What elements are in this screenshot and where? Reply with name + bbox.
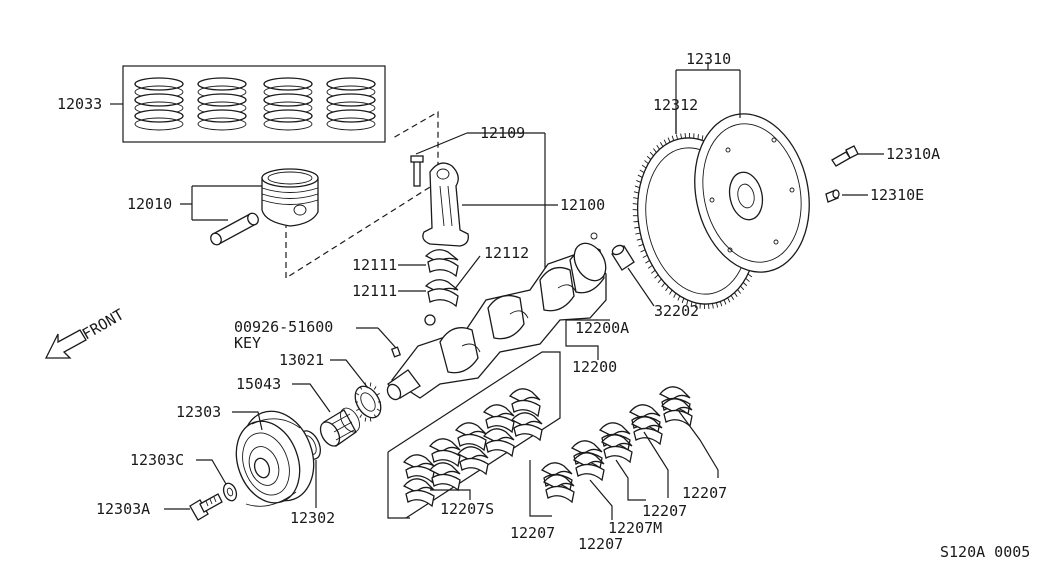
pulley-washer[interactable] xyxy=(221,481,238,502)
bearing-shell xyxy=(428,462,461,492)
label-12207-4[interactable]: 12207 xyxy=(642,502,687,520)
main-bearing-set[interactable] xyxy=(387,351,561,519)
label-12310e[interactable]: 12310E xyxy=(870,186,924,204)
bearing-shell xyxy=(456,446,489,476)
label-key-text[interactable]: KEY xyxy=(234,334,261,352)
label-12111-a[interactable]: 12111 xyxy=(352,256,397,274)
timing-sprocket[interactable] xyxy=(350,382,386,422)
label-12200a[interactable]: 12200A xyxy=(575,319,629,337)
label-12207-1[interactable]: 12207 xyxy=(510,524,555,542)
bearing-shell xyxy=(572,452,605,482)
label-key-part[interactable]: 00926-51600 xyxy=(234,318,333,336)
label-12310a[interactable]: 12310A xyxy=(886,145,940,163)
piston[interactable] xyxy=(261,168,319,227)
label-12010[interactable]: 12010 xyxy=(127,195,172,213)
label-15043[interactable]: 15043 xyxy=(236,375,281,393)
con-rod-bearing-lower[interactable] xyxy=(424,279,459,308)
label-12303c[interactable]: 12303C xyxy=(130,451,184,469)
oil-pump-gear[interactable] xyxy=(317,405,364,450)
con-rod-nut[interactable] xyxy=(424,314,436,326)
flywheel[interactable] xyxy=(681,103,824,283)
label-12100[interactable]: 12100 xyxy=(560,196,605,214)
label-12207m[interactable]: 12207M xyxy=(608,519,662,537)
piston-ring-set[interactable] xyxy=(122,65,386,143)
label-12302[interactable]: 12302 xyxy=(290,509,335,527)
bearing-shell xyxy=(630,416,663,446)
front-direction-arrow: FRONT xyxy=(44,305,127,359)
bearing-shell xyxy=(600,434,633,464)
bearing-shell xyxy=(510,412,543,442)
pilot-bushing[interactable] xyxy=(611,244,635,271)
label-12111-b[interactable]: 12111 xyxy=(352,282,397,300)
label-12303a[interactable]: 12303A xyxy=(96,500,150,518)
dowel-pin[interactable] xyxy=(825,189,840,203)
key[interactable] xyxy=(390,346,402,358)
bearing-shell xyxy=(428,438,461,468)
main-bearings-individual[interactable] xyxy=(540,386,693,504)
diagram-code: S120A 0005 xyxy=(940,543,1030,561)
label-12200[interactable]: 12200 xyxy=(572,358,617,376)
label-32202[interactable]: 32202 xyxy=(654,302,699,320)
connecting-rod[interactable] xyxy=(422,162,469,247)
label-12312[interactable]: 12312 xyxy=(653,96,698,114)
bearing-shell xyxy=(402,478,435,508)
label-12303[interactable]: 12303 xyxy=(176,403,221,421)
bearing-shell xyxy=(482,404,515,434)
bearing-shell xyxy=(542,474,575,504)
piston-pin[interactable] xyxy=(209,211,261,246)
con-rod-bearing-upper[interactable] xyxy=(424,249,459,278)
flywheel-bolt[interactable] xyxy=(831,145,859,167)
crankshaft[interactable] xyxy=(385,232,612,402)
con-rod-bolt[interactable] xyxy=(410,155,424,187)
bearing-shell xyxy=(402,454,435,484)
pulley-bolt[interactable] xyxy=(189,493,223,521)
piston-ring-stack xyxy=(326,77,376,131)
label-12207-2[interactable]: 12207 xyxy=(578,535,623,553)
piston-ring-stack xyxy=(197,77,247,131)
label-12207-5[interactable]: 12207 xyxy=(682,484,727,502)
label-12207s[interactable]: 12207S xyxy=(440,500,494,518)
bearing-shell xyxy=(454,422,487,452)
label-12033[interactable]: 12033 xyxy=(57,95,102,113)
front-label: FRONT xyxy=(79,305,127,343)
crank-pulley[interactable] xyxy=(225,401,325,512)
label-12310[interactable]: 12310 xyxy=(686,50,731,68)
bearing-shell xyxy=(482,428,515,458)
bearing-shell xyxy=(660,398,693,428)
label-12109[interactable]: 12109 xyxy=(480,124,525,142)
piston-ring-stack xyxy=(134,77,184,131)
label-13021[interactable]: 13021 xyxy=(279,351,324,369)
piston-ring-stack xyxy=(263,77,313,131)
label-12112[interactable]: 12112 xyxy=(484,244,529,262)
bearing-shell xyxy=(508,388,541,418)
